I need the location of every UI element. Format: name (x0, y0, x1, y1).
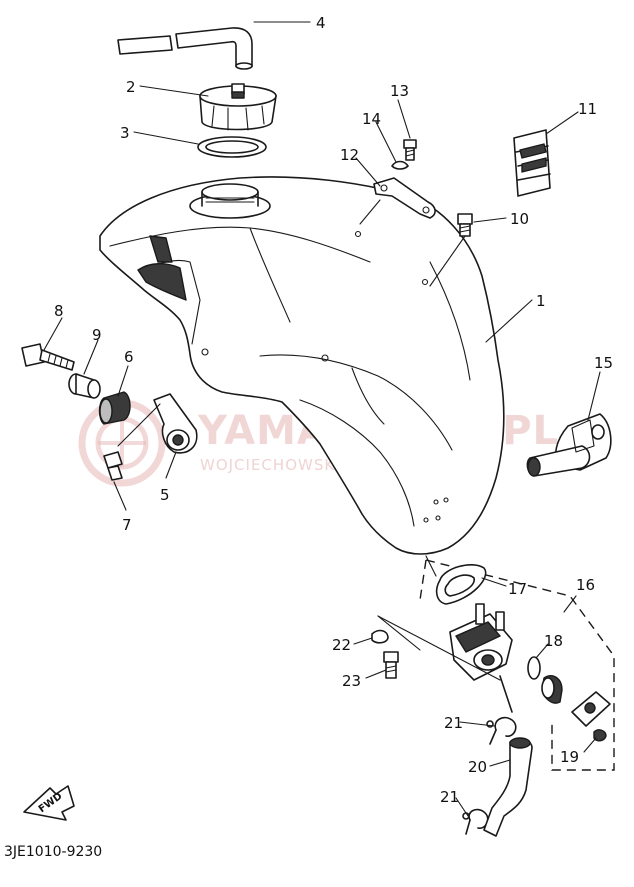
callout-3: 3 (120, 124, 130, 142)
part-damper-6 (98, 391, 131, 425)
leader-lines (43, 21, 601, 817)
callout-11: 11 (578, 100, 597, 118)
part-fuel-cock-body (449, 603, 513, 713)
part-fuel-tank (99, 176, 505, 555)
part-screw-19 (593, 729, 607, 742)
callout-7: 7 (122, 516, 132, 534)
drawing-code: 3JE1010-9230 (4, 844, 102, 860)
part-o-ring (527, 656, 541, 680)
callout-15: 15 (594, 354, 613, 372)
callout-18: 18 (544, 632, 563, 650)
part-fuel-hose (483, 737, 533, 837)
part-breather-hose (117, 27, 253, 70)
part-fuel-cock-assembly-outline (419, 559, 615, 771)
callout-1: 1 (536, 292, 546, 310)
callout-20: 20 (468, 758, 487, 776)
callout-6: 6 (124, 348, 134, 366)
part-fuel-cock-lever (541, 674, 563, 704)
forward-direction-arrow: FWD (23, 785, 75, 821)
part-lever-plate (571, 691, 611, 727)
part-fuel-cap (199, 83, 277, 131)
callout-2: 2 (126, 78, 136, 96)
callout-9: 9 (92, 326, 102, 344)
part-bolt-10 (429, 213, 473, 287)
part-washer-22 (371, 629, 389, 644)
callout-13: 13 (390, 82, 409, 100)
callout-labels: 4 2 3 13 14 12 11 10 1 8 9 6 5 7 15 16 1… (54, 14, 613, 806)
part-cap-gasket (197, 136, 267, 158)
part-screw-13 (403, 139, 417, 161)
callout-23: 23 (342, 672, 361, 690)
part-screw-23 (383, 651, 399, 679)
callout-10: 10 (510, 210, 529, 228)
part-washer-14 (391, 160, 409, 170)
callout-16: 16 (576, 576, 595, 594)
part-rear-mount (526, 413, 612, 477)
part-mount-bracket (117, 393, 198, 454)
part-collar (68, 373, 101, 399)
part-damper-block (513, 129, 551, 197)
part-bolt-8 (21, 343, 75, 371)
callout-5: 5 (160, 486, 170, 504)
callout-8: 8 (54, 302, 64, 320)
callout-14: 14 (362, 110, 381, 128)
callout-21-upper: 21 (444, 714, 463, 732)
callout-12: 12 (340, 146, 359, 164)
callout-17: 17 (508, 580, 527, 598)
part-bolt-7 (103, 451, 123, 481)
callout-19: 19 (560, 748, 579, 766)
part-bracket (359, 177, 436, 225)
callout-4: 4 (316, 14, 326, 32)
part-cock-gasket (435, 564, 487, 605)
callout-21-lower: 21 (440, 788, 459, 806)
callout-22: 22 (332, 636, 351, 654)
